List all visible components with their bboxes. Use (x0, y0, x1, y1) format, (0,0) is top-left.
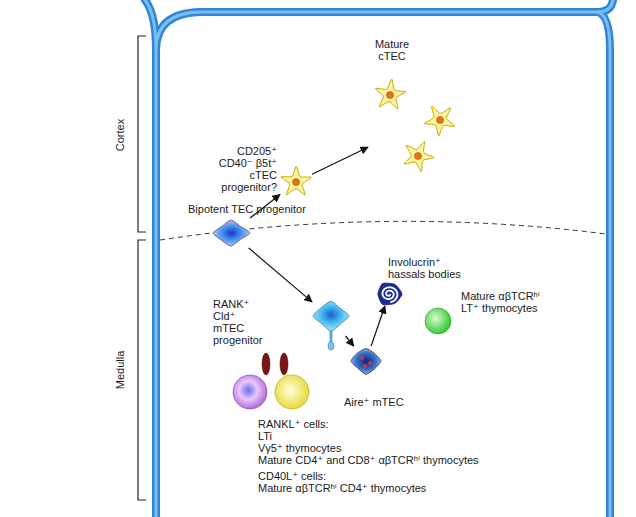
progenitor-cell (213, 220, 250, 246)
cell-nucleus (387, 92, 394, 99)
cell-nucleus (437, 117, 444, 124)
cell-nucleus (293, 179, 300, 186)
cell-node: RANK⁺ Cld⁺ mTEC progenitor (312, 300, 350, 336)
cell-node: Mature αβTCRʰⁱ LT⁺ thymocytes (425, 308, 451, 334)
note-label: Mature αβTCRʰⁱ CD4⁺ thymocytes (258, 482, 558, 494)
outline-highlight (598, 12, 610, 517)
rankl-cell (275, 375, 309, 409)
cell-shape (312, 300, 350, 336)
ctec-cell (281, 166, 311, 195)
hassals-spiral (382, 287, 397, 302)
cell-node: CD205⁺ CD40⁻ β5t⁺ cTEC progenitor? (280, 165, 312, 199)
region-bracket (138, 240, 146, 500)
cell-shape (280, 165, 312, 199)
rankl-ligand (280, 353, 288, 375)
aire-mtec-cell (351, 348, 381, 374)
cell-label: Vγ5⁺ thymocytes (258, 442, 518, 454)
cell-label: Bipotent TEC progenitor (188, 203, 328, 215)
cell-node: Bipotent TEC progenitor (210, 218, 252, 248)
aire-dot (360, 356, 364, 360)
ctec-cell (375, 79, 405, 109)
cell-node: Mature cTEC (368, 72, 464, 176)
thymus-outline (145, 0, 613, 517)
cell-node: Involucrin⁺ hassals bodies (376, 282, 402, 306)
cell-node: Aire⁺ mTEC (350, 346, 382, 376)
outline-highlight (145, 0, 156, 517)
cell-label: RANK⁺ Cld⁺ mTEC progenitor (213, 298, 269, 346)
outline-wall (598, 12, 610, 517)
lineage-arrow (371, 306, 385, 346)
aire-dot (363, 364, 367, 368)
cell-shape (376, 282, 402, 306)
note-label: CD40L⁺ cells: (258, 470, 558, 482)
cell-nucleus (415, 153, 422, 160)
region-bracket (138, 36, 146, 232)
cell-label: Mature αβTCRʰⁱ LT⁺ thymocytes (461, 290, 556, 314)
mtec-progenitor-cell (313, 301, 349, 331)
cell-shape (232, 350, 312, 410)
ctec-cell (404, 141, 434, 171)
cell-shape (368, 72, 464, 176)
lineage-arrow (346, 336, 354, 346)
cell-label: LTi (258, 430, 518, 442)
region-label: Cortex (114, 95, 126, 175)
cell-label: Aire⁺ mTEC (344, 396, 424, 408)
cell-label: Involucrin⁺ hassals bodies (388, 256, 468, 280)
cell-shape (210, 218, 252, 248)
outline-wall (145, 0, 156, 517)
region-label: Medulla (114, 330, 126, 410)
cell-label: RANKL⁺ cells: (258, 418, 518, 430)
lineage-arrow (312, 147, 368, 174)
cell-shape (350, 346, 382, 376)
cell-label: Mature cTEC (367, 38, 417, 62)
thymocyte-cell (425, 308, 451, 334)
receptor-knob (328, 342, 334, 350)
aire-dot (368, 361, 372, 365)
hassals-body (378, 283, 402, 305)
cell-label: CD205⁺ CD40⁻ β5t⁺ cTEC progenitor? (205, 145, 277, 193)
rankl-cell (233, 375, 267, 409)
cell-shape (425, 308, 451, 334)
cell-node: RANKL⁺ cells:LTiVγ5⁺ thymocytesMature CD… (232, 350, 312, 410)
ctec-cell (424, 106, 454, 136)
lineage-arrow (249, 248, 312, 302)
rankl-ligand (262, 353, 270, 375)
cell-label: Mature CD4⁺ and CD8⁺ αβTCRʰⁱ thymocytes (258, 454, 518, 466)
